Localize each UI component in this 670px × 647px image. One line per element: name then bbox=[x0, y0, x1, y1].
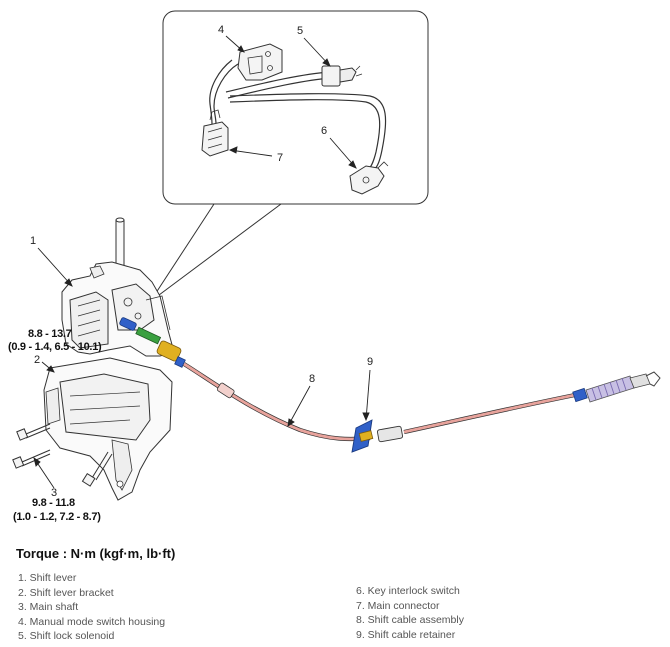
torque-units-title: Torque : N·m (kgf·m, lb·ft) bbox=[16, 546, 176, 561]
key-interlock-switch bbox=[349, 161, 389, 195]
callout-5: 5 bbox=[297, 25, 303, 37]
cable-end-fittings bbox=[119, 317, 186, 368]
shift-cable-assembly bbox=[182, 362, 581, 443]
legend-item-shift-cable-retainer: 9. Shift cable retainer bbox=[356, 628, 456, 641]
torque-lower-nm: 9.8 - 11.8 bbox=[32, 497, 75, 509]
torque-lower-alt: (1.0 - 1.2, 7.2 - 8.7) bbox=[13, 511, 101, 523]
torque-upper-nm: 8.8 - 13.7 bbox=[28, 328, 72, 340]
callout-numbers: 4 5 6 7 1 2 3 8 9 bbox=[30, 24, 373, 499]
inset-leaders bbox=[225, 35, 357, 169]
parts-legend-left: 1. Shift lever 2. Shift lever bracket 3.… bbox=[18, 571, 165, 644]
callout-2: 2 bbox=[34, 354, 40, 366]
wiring-harness bbox=[209, 59, 387, 171]
callout-3: 3 bbox=[51, 487, 57, 499]
legend-item-key-interlock-switch: 6. Key interlock switch bbox=[356, 585, 460, 597]
cable-spring-end bbox=[572, 371, 661, 403]
legend-item-shift-lock-solenoid: 5. Shift lock solenoid bbox=[18, 630, 115, 643]
torque-annotations: 8.8 - 13.7 (0.9 - 1.4, 6.5 - 10.1) 9.8 -… bbox=[8, 328, 102, 523]
callout-7: 7 bbox=[277, 152, 283, 164]
mounting-bolts bbox=[12, 423, 113, 487]
callout-8: 8 bbox=[309, 373, 315, 385]
detail-inset bbox=[149, 10, 429, 303]
callout-9: 9 bbox=[367, 356, 373, 368]
legend-item-main-connector: 7. Main connector bbox=[356, 599, 440, 612]
parts-legend-right: 6. Key interlock switch 7. Main connecto… bbox=[356, 584, 464, 642]
legend-item-shift-cable-assembly: 8. Shift cable assembly bbox=[356, 614, 464, 627]
main-connector bbox=[201, 109, 229, 157]
shift-lock-solenoid bbox=[321, 65, 363, 87]
shift-lever-assembly-diagram: 4 5 6 7 1 2 3 8 9 8.8 - 13.7 (0.9 - 1.4,… bbox=[8, 10, 661, 523]
legend-item-main-shaft: 3. Main shaft bbox=[18, 601, 79, 614]
manual-mode-switch-housing bbox=[237, 43, 283, 81]
callout-1: 1 bbox=[30, 235, 36, 247]
legend-item-manual-mode-switch-housing: 4. Manual mode switch housing bbox=[18, 615, 166, 628]
callout-6: 6 bbox=[321, 125, 327, 137]
legend-item-shift-lever-bracket: 2. Shift lever bracket bbox=[18, 586, 114, 599]
torque-upper-alt: (0.9 - 1.4, 6.5 - 10.1) bbox=[8, 341, 102, 353]
shift-cable-retainer bbox=[351, 419, 374, 453]
legend-item-shift-lever: 1. Shift lever bbox=[18, 572, 77, 584]
shift-lever-bracket bbox=[43, 357, 173, 501]
main-leaders bbox=[33, 247, 371, 489]
callout-4: 4 bbox=[218, 24, 224, 36]
